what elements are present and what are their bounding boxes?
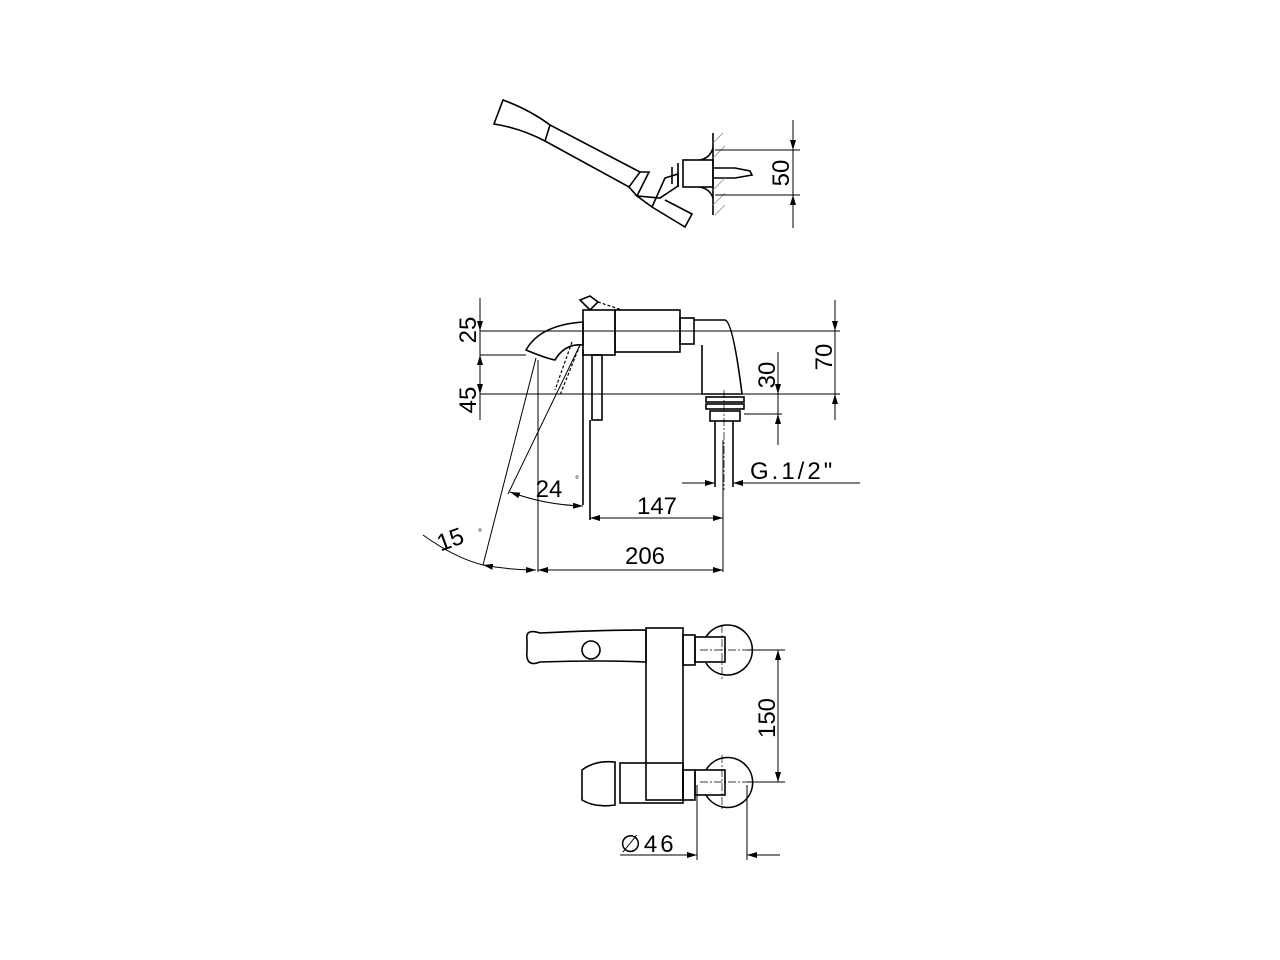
angle-24: 24: [536, 476, 563, 503]
dim-45: 45: [455, 387, 482, 414]
side-view-mixer: 25 45 70 30 G.1/2" 147 206 24 ° 15 °: [422, 295, 860, 573]
top-view-handshower: 50: [492, 98, 800, 229]
wall-hatch: [712, 132, 726, 216]
dim-30: 30: [754, 362, 781, 389]
angle-15: 15: [433, 523, 467, 558]
front-view-mixer: 150 ∅46: [525, 624, 785, 860]
dim-height-50: 50: [768, 160, 795, 187]
degree-15: °: [478, 528, 482, 539]
degree-24: °: [575, 475, 579, 486]
dim-147: 147: [637, 493, 677, 520]
connection-pipe: [705, 390, 745, 490]
dim-70: 70: [811, 344, 838, 371]
thread-label: G.1/2": [750, 458, 835, 485]
dim-150: 150: [754, 698, 781, 738]
dim-206: 206: [625, 543, 665, 570]
dim-diameter-46: ∅46: [620, 831, 677, 858]
dim-25: 25: [455, 317, 482, 344]
